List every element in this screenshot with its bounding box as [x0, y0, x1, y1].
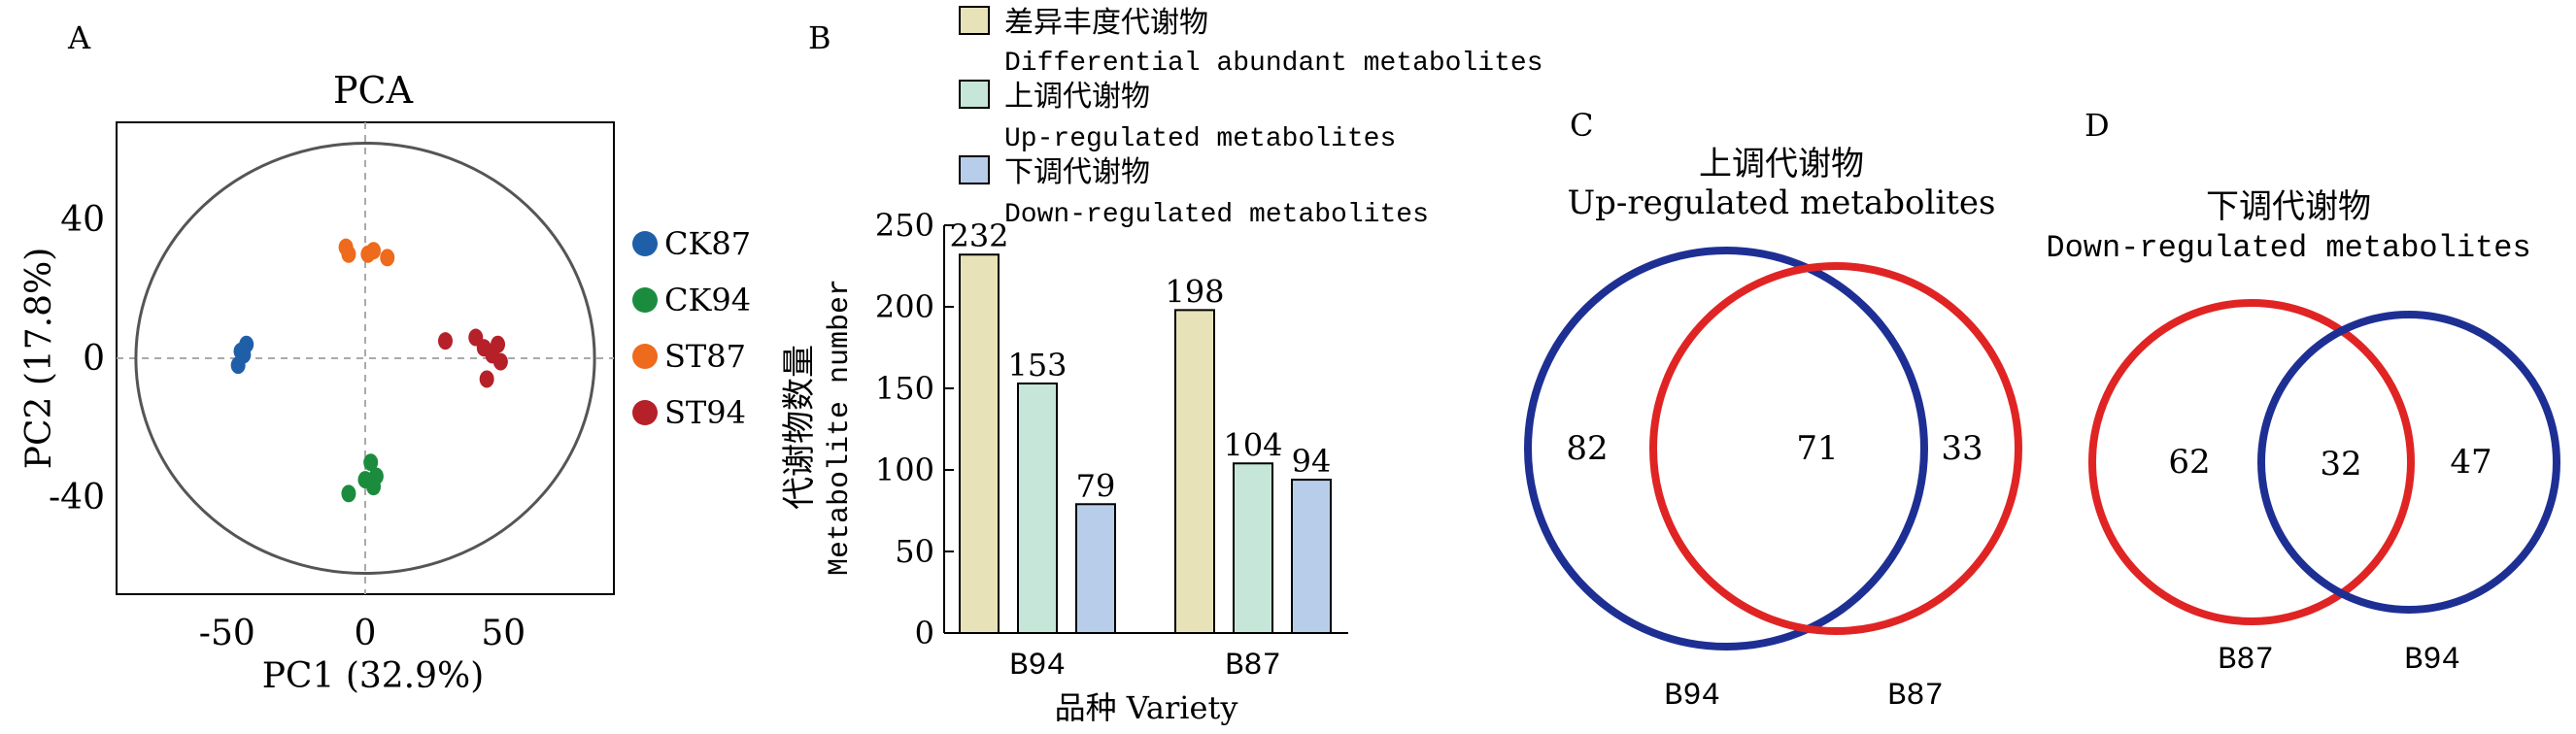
venn-up-count-b87-only: 33 [1941, 429, 1983, 468]
bar-b94-series-2 [1075, 503, 1116, 635]
venn-up-count-b94-only: 82 [1566, 429, 1608, 468]
legend-swatch-differential [959, 6, 990, 35]
pca-point-st87 [366, 242, 382, 260]
pca-point-st94 [479, 370, 494, 388]
pca-axes [116, 121, 615, 595]
pca-point-st94 [485, 346, 500, 364]
venn-up-title-cn: 上调代谢物 [1699, 145, 1864, 184]
pca-point-ck87 [236, 346, 252, 364]
pca-x-ticks: -50 0 50 [199, 614, 525, 653]
pca-y-tick-label: 0 [83, 339, 105, 379]
pca-point-ck94 [363, 453, 379, 472]
bar-b94-series-1 [1017, 382, 1058, 634]
venn-down-title-cn: 下调代谢物 [2206, 187, 2371, 226]
venn-down-count-shared: 32 [2320, 445, 2361, 484]
panel-d: D 下调代谢物 Down-regulated metabolites 62 32… [2046, 107, 2560, 678]
bar-y-tick-label: 250 [875, 207, 934, 244]
legend-label-up: 上调代谢物 [1004, 80, 1150, 114]
pca-y-axis-label: PC2 (17.8%) [19, 248, 59, 470]
legend-label-st94: ST94 [664, 394, 746, 431]
bar-y-axis-label-en: Metabolite number [824, 279, 857, 576]
legend-label-st87: ST87 [664, 338, 746, 375]
bar-value-label: 79 [1076, 467, 1116, 504]
venn-up-count-shared: 71 [1796, 429, 1838, 468]
pca-points [230, 238, 508, 503]
venn-up-set-label-b94: B94 [1664, 678, 1720, 714]
panel-label-b: B [808, 19, 831, 56]
bar-x-ticks: B94 B87 [1009, 648, 1281, 684]
venn-down-count-b94-only: 47 [2450, 443, 2491, 482]
pca-y-tick-label: 40 [60, 200, 105, 240]
venn-up-title-en: Up-regulated metabolites [1568, 184, 1996, 222]
bar-y-tick-label: 50 [895, 533, 934, 570]
pca-point-ck94 [368, 467, 384, 485]
pca-x-tick-label: 50 [481, 614, 525, 653]
bar-y-ticks: 0 50 100 150 200 250 [875, 207, 954, 651]
panel-label-c: C [1570, 107, 1593, 144]
bar-value-label: 232 [949, 217, 1008, 254]
bar-marks: 232 153 79 198 104 94 [949, 217, 1332, 635]
bar-y-tick-label: 150 [875, 370, 934, 407]
legend-label-down-en: Down-regulated metabolites [1004, 200, 1429, 230]
bar-y-tick-label: 0 [915, 615, 934, 651]
pca-y-ticks: 40 0 -40 [49, 200, 105, 517]
legend-label-differential: 差异丰度代谢物 [1004, 6, 1208, 40]
legend-marker-ck94 [632, 287, 658, 313]
bar-y-axis-label-cn: 代谢物数量 [780, 345, 819, 510]
venn-down-count-b87-only: 62 [2168, 443, 2210, 482]
legend-label-down: 下调代谢物 [1004, 155, 1150, 189]
bar-y-tick-label: 200 [875, 288, 934, 325]
pca-point-ck94 [341, 484, 356, 503]
legend-label-ck94: CK94 [664, 282, 751, 318]
bar-x-axis-label: 品种 Variety [1055, 689, 1238, 726]
pca-confidence-ellipse [134, 141, 596, 576]
bar-b87-series-1 [1233, 462, 1273, 634]
pca-title: PCA [333, 69, 414, 112]
bar-legend: 差异丰度代谢物 Differential abundant metabolite… [959, 6, 1543, 230]
pca-y-tick-label: -40 [49, 478, 105, 517]
bar-y-tick-label: 100 [875, 451, 934, 488]
legend-swatch-up [959, 80, 990, 109]
venn-down-set-label-b94: B94 [2404, 642, 2460, 678]
bar-value-label: 153 [1007, 347, 1067, 384]
bar-b87-series-0 [1174, 309, 1215, 634]
legend-label-ck87: CK87 [664, 225, 751, 262]
bar-value-label: 198 [1165, 273, 1224, 310]
bar-category-label: B94 [1009, 648, 1066, 684]
venn-down-title-en: Down-regulated metabolites [2046, 230, 2530, 266]
panel-label-d: D [2085, 107, 2110, 144]
pca-x-tick-label: 0 [355, 614, 377, 653]
legend-swatch-down [959, 155, 990, 184]
bar-value-label: 94 [1292, 443, 1332, 480]
pca-legend: CK87 CK94 ST87 ST94 [632, 225, 751, 431]
panel-b: B 差异丰度代谢物 Differential abundant metaboli… [780, 6, 1543, 726]
venn-down-circle-b87 [2088, 299, 2415, 625]
venn-down-set-label-b87: B87 [2218, 642, 2274, 678]
bar-b87-series-2 [1291, 479, 1332, 634]
venn-up-circle-b87 [1649, 262, 2022, 635]
pca-x-axis-label: PC1 (32.9%) [262, 656, 485, 696]
venn-up-circle-b94 [1524, 247, 1928, 651]
pca-point-st87 [341, 245, 356, 263]
panel-c: C 上调代谢物 Up-regulated metabolites 82 71 3… [1524, 107, 2022, 714]
venn-down-circle-b94 [2257, 311, 2560, 614]
bar-value-label: 104 [1223, 426, 1282, 463]
legend-marker-ck87 [632, 231, 658, 256]
panel-label-a: A [67, 19, 91, 56]
bar-b94-series-0 [959, 253, 1000, 634]
legend-marker-st94 [632, 400, 658, 425]
panel-a: A PCA -50 0 50 40 0 -40 PC1 (32.9%) PC2 … [19, 19, 751, 696]
pca-point-st94 [437, 332, 453, 350]
pca-point-st87 [380, 249, 395, 267]
legend-label-differential-en: Differential abundant metabolites [1004, 49, 1543, 79]
pca-x-tick-label: -50 [199, 614, 255, 653]
venn-up-set-label-b87: B87 [1887, 678, 1944, 714]
bar-category-label: B87 [1225, 648, 1281, 684]
legend-label-up-en: Up-regulated metabolites [1004, 124, 1396, 154]
legend-marker-st87 [632, 344, 658, 369]
